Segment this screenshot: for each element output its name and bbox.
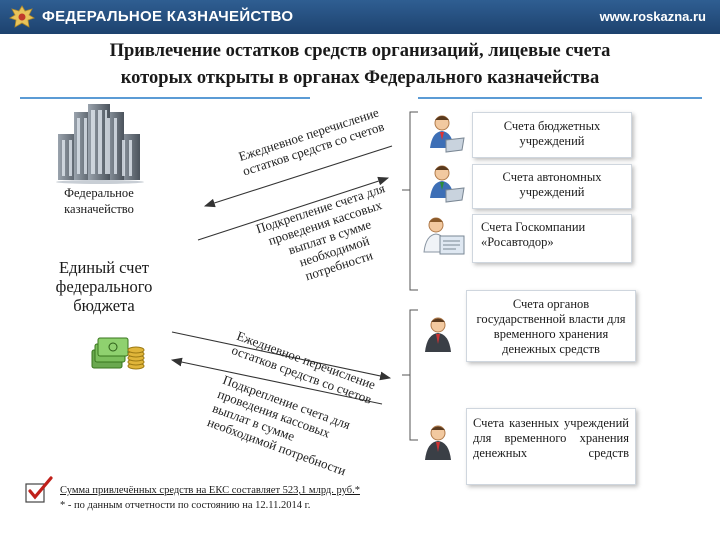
title-underline-left [20,97,310,99]
treasury-label: Федеральное казначейство [56,185,142,217]
account-text: Счета Госкомпании «Росавтодор» [481,220,586,249]
treasury-label-line: Федеральное [64,186,134,200]
account-box-autonomous: Счета автономных учреждений [472,164,632,209]
title-underline-right [418,97,702,99]
office-buildings-icon [56,104,144,184]
treasury-label-line: казначейство [64,202,134,216]
page-title: Привлечение остатков средств организаций… [0,38,720,92]
budget-label: Единый счет федерального бюджета [46,258,162,315]
person-laptop-icon [430,165,465,203]
brand-name: ФЕДЕРАЛЬНОЕ КАЗНАЧЕЙСТВО [42,8,294,25]
data-date-note: * - по данным отчетности по состоянию на… [60,500,311,511]
account-text: Счета бюджетных учреждений [503,119,601,148]
account-text: Счета органов государственной власти для… [476,297,626,356]
account-box-rosavtodor: Счета Госкомпании «Росавтодор» [472,214,632,263]
person-document-icon [423,217,465,255]
title-line: которых открыты в органах Федерального к… [120,68,600,88]
eagle-emblem-icon [9,5,35,28]
person-icon [425,425,451,460]
checkmark-icon [25,476,53,503]
header-bar: ФЕДЕРАЛЬНОЕ КАЗНАЧЕЙСТВО www.roskazna.ru [0,0,720,34]
budget-label-line: Единый счет [58,258,149,277]
site-url[interactable]: www.roskazna.ru [599,9,706,24]
sum-note: Сумма привлечённых средств на ЕКС состав… [60,485,360,496]
title-line: Привлечение остатков средств организаций… [109,41,611,61]
account-box-gov-bodies: Счета органов государственной власти для… [466,290,636,362]
person-icon [425,317,451,352]
account-text: Счета автономных учреждений [502,170,602,199]
budget-label-line: федерального [55,277,153,296]
budget-label-line: бюджета [73,296,135,315]
person-laptop-icon [430,115,465,153]
account-text: Счета казенных учреждений для временного… [473,416,629,460]
account-box-state-institutions: Счета казенных учреждений для временного… [466,408,636,485]
money-stacks-icon [91,337,145,370]
account-box-budget: Счета бюджетных учреждений [472,112,632,158]
